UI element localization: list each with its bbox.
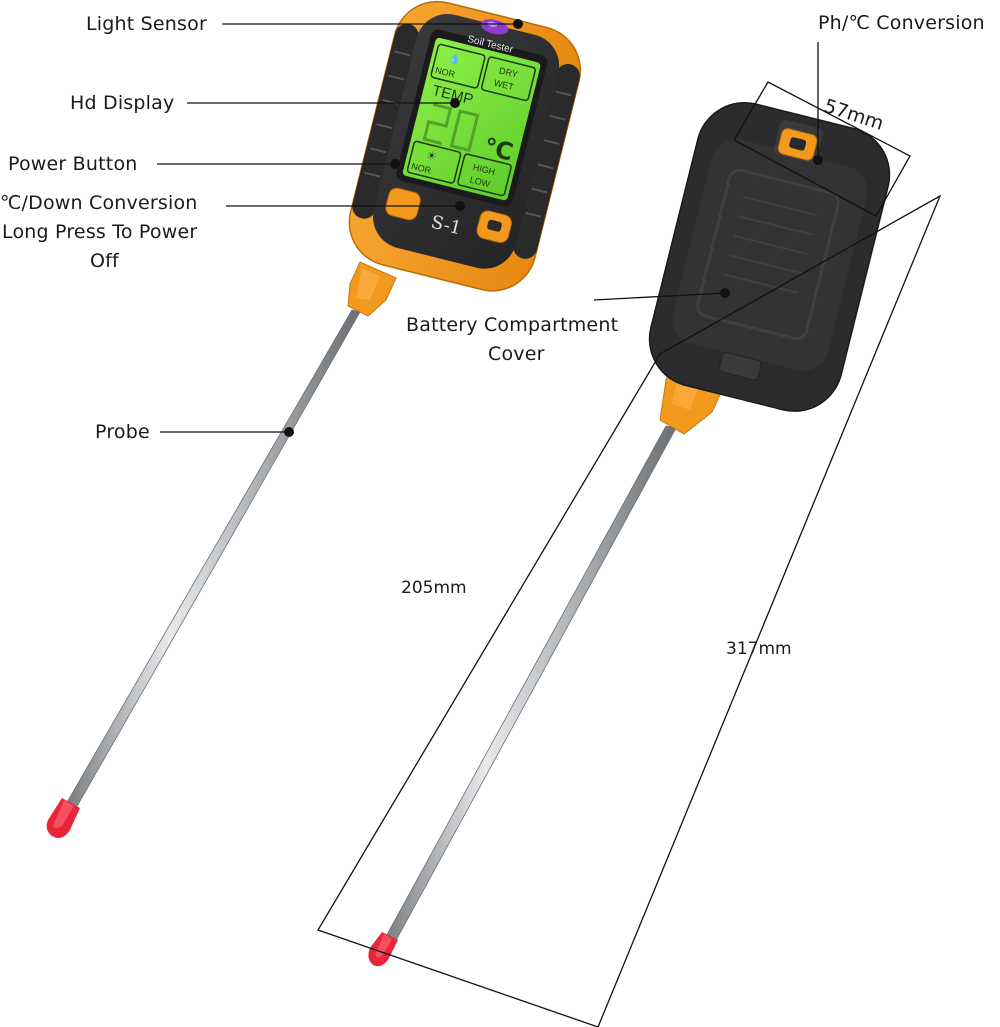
- label-light-sensor: Light Sensor: [86, 13, 207, 35]
- front-housing: Soil Tester 💧 NOR DRY WET TEMP ℃ ☀ NOR H…: [348, 0, 582, 292]
- dim-probe-length: 205mm: [401, 578, 467, 598]
- label-ph-conversion: Ph/℃ Conversion: [818, 12, 985, 34]
- power-button[interactable]: [384, 187, 422, 222]
- label-probe: Probe: [95, 421, 150, 443]
- front-probe: [46, 261, 397, 838]
- power-button-dot: [390, 159, 400, 169]
- screen-nor-bottom: NOR: [410, 161, 432, 176]
- screen-wet: WET: [493, 78, 515, 93]
- hd-display-dot: [450, 98, 460, 108]
- light-sensor-dot: [513, 19, 523, 29]
- dimension-lines: [317, 81, 942, 1027]
- screen-dry: DRY: [498, 65, 519, 79]
- battery-cover-latch[interactable]: [718, 351, 762, 381]
- label-power-button: Power Button: [8, 153, 138, 175]
- svg-text:☀: ☀: [425, 148, 438, 163]
- callout-dots: [284, 19, 823, 437]
- length-frame: [317, 194, 942, 1027]
- label-power-off: Off: [90, 250, 119, 272]
- callout-lines: [157, 23, 819, 433]
- back-housing: [648, 101, 891, 412]
- back-device: [368, 101, 891, 967]
- ph-conversion-dot: [813, 155, 823, 165]
- dim-total-length: 317mm: [726, 639, 792, 659]
- back-probe: [368, 341, 737, 967]
- label-battery-cover: Battery Compartment: [406, 314, 619, 336]
- svg-text:💧: 💧: [447, 51, 462, 67]
- label-down-conversion: ℃/Down Conversion: [0, 192, 198, 214]
- probe-dot: [284, 427, 294, 437]
- battery-cover-dot: [720, 288, 730, 298]
- down-conversion-dot: [455, 201, 465, 211]
- label-battery-cover-2: Cover: [488, 343, 545, 365]
- width-frame: [733, 81, 911, 217]
- screen-low: LOW: [469, 175, 492, 190]
- label-long-press: Long Press To Power: [2, 221, 198, 243]
- screen-unit: ℃: [481, 132, 516, 166]
- label-hd-display: Hd Display: [70, 92, 175, 114]
- screen-nor-top: NOR: [434, 65, 456, 80]
